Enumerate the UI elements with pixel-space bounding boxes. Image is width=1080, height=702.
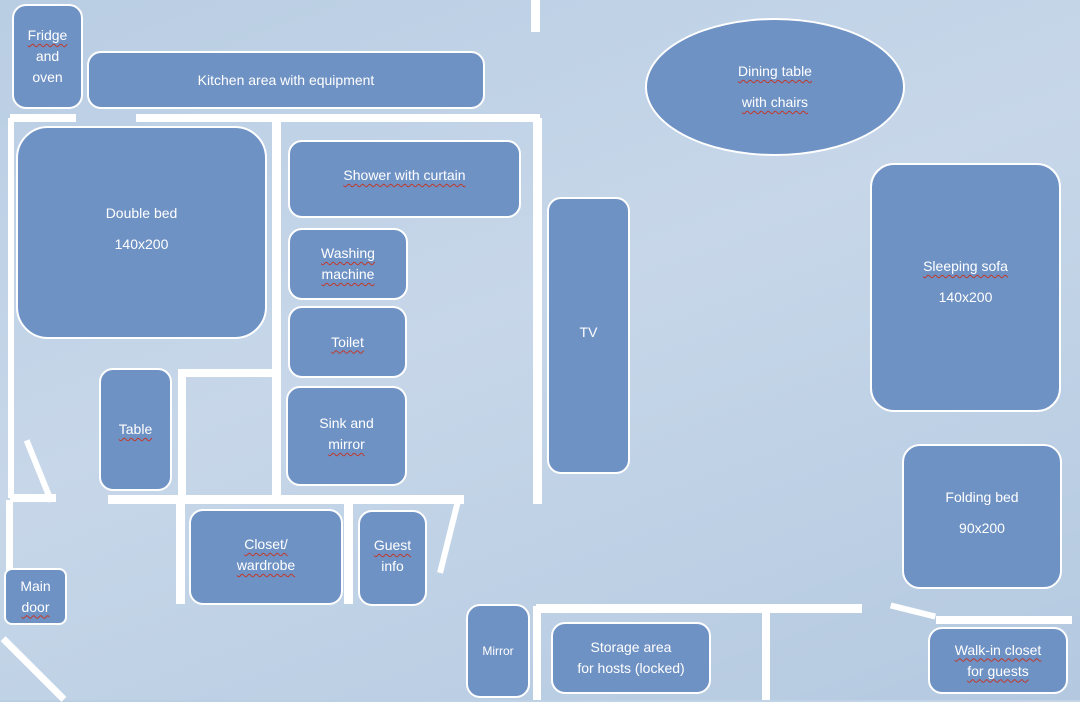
table-label: Table (118, 421, 153, 438)
wall-closet-left (176, 500, 185, 604)
oven-label: oven (32, 68, 63, 85)
wall-kitchen-right (136, 114, 540, 122)
sleeping-sofa-block: Sleeping sofa 140x200 (870, 163, 1061, 412)
toilet-block: Toilet (288, 306, 407, 378)
double-bed-label: Double bed (105, 205, 178, 221)
table-block: Table (99, 368, 172, 491)
walk-in-closet-block: Walk-in closet for guests (928, 627, 1068, 694)
wall-left-outer (8, 118, 14, 498)
storage-area-block: Storage area for hosts (locked) (551, 622, 711, 694)
closet-label-2: wardrobe (236, 556, 296, 573)
tv-label: TV (579, 324, 598, 340)
mirror-block: Mirror (466, 604, 530, 698)
wall-lower-vertical-b (762, 608, 770, 700)
wall-lower-horizontal (536, 604, 862, 613)
wall-top-divider (531, 0, 540, 32)
wall-guest-diagonal (437, 500, 461, 574)
closet-label-1: Closet/ (244, 536, 288, 552)
fridge-and-label: and (35, 48, 60, 65)
fridge-label: Fridge (27, 27, 68, 44)
wall-kitchen-left (10, 114, 76, 122)
wall-walkin-top (936, 616, 1072, 624)
wall-hall-vertical (178, 371, 186, 497)
folding-bed-label: Folding bed (945, 489, 1019, 505)
shower-block: Shower with curtain (288, 140, 521, 218)
dining-label-1: Dining table (738, 63, 812, 80)
storage-label-1: Storage area (590, 639, 672, 656)
storage-label-2: for hosts (locked) (577, 660, 685, 676)
folding-bed-block: Folding bed 90x200 (902, 444, 1062, 589)
folding-bed-size: 90x200 (959, 519, 1005, 536)
guest-info-label-2: info (381, 557, 404, 574)
shower-label: Shower with curtain (343, 167, 466, 183)
washing-label-1: Washing (321, 245, 375, 262)
walk-in-label-2: for guests (967, 662, 1029, 679)
dining-table-block: Dining table with chairs (645, 18, 905, 156)
sink-label-2: mirror (328, 435, 365, 452)
wall-bedroom-lower (178, 369, 274, 377)
closet-wardrobe-block: Closet/ wardrobe (189, 509, 343, 605)
sleeping-sofa-label: Sleeping sofa (923, 258, 1008, 274)
main-door-block: Main door (4, 568, 67, 625)
wall-bottom-left-diagonal (0, 636, 67, 702)
washing-label-2: machine (321, 266, 375, 282)
double-bed-block: Double bed 140x200 (16, 126, 267, 339)
main-door-label-2: door (21, 598, 50, 615)
washing-machine-block: Washing machine (288, 228, 408, 300)
sleeping-sofa-size: 140x200 (938, 288, 993, 305)
walk-in-label-1: Walk-in closet (954, 641, 1042, 658)
sink-block: Sink and mirror (286, 386, 407, 486)
toilet-label: Toilet (331, 333, 364, 350)
main-door-label-1: Main (20, 577, 51, 594)
mirror-label: Mirror (482, 643, 514, 658)
sink-label-1: Sink and (319, 415, 374, 431)
wall-entry-left-lower (6, 500, 13, 572)
wall-lower-vertical-a (533, 606, 541, 700)
wall-bathroom-right (533, 118, 542, 504)
dining-label-2: with chairs (741, 94, 809, 110)
double-bed-size: 140x200 (114, 235, 169, 252)
fridge-oven-block: Fridge and oven (12, 4, 83, 109)
kitchen-label: Kitchen area with equipment (197, 71, 375, 88)
guest-info-label-1: Guest (373, 537, 412, 553)
tv-block: TV (547, 197, 630, 474)
wall-walkin-diagonal (889, 602, 937, 620)
wall-closet-right (344, 500, 353, 604)
guest-info-block: Guest info (358, 510, 427, 606)
wall-bedroom-bath (272, 118, 281, 500)
wall-door-left (10, 494, 56, 502)
wall-hall-horizontal (108, 495, 464, 504)
kitchen-block: Kitchen area with equipment (87, 51, 485, 109)
